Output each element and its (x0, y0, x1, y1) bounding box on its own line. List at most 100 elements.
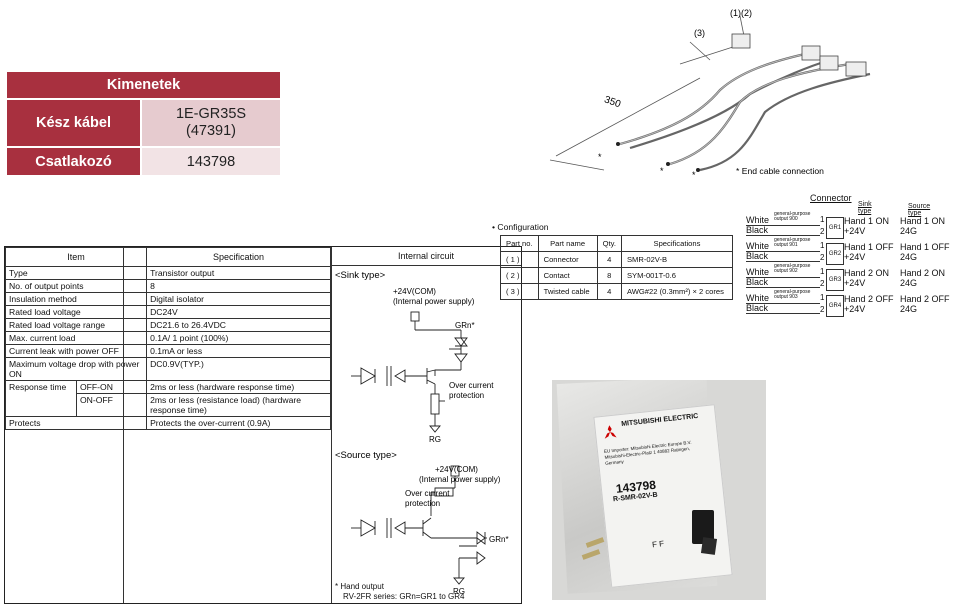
pin1-label: 1 (820, 241, 825, 250)
black-wire-label: Black (746, 303, 769, 313)
item-cell: Response time (5, 380, 77, 417)
sink-grn-label: GRn* (455, 321, 475, 330)
kesz-kabel-code: 1E-GR35S (175, 106, 247, 122)
table-row: ( 2 ) Contact 8 SYM-001T-0.6 (500, 267, 733, 284)
spec-cell: DC21.6 to 26.4VDC (146, 318, 331, 332)
spec-cell: SMR-02V-B (620, 251, 733, 268)
sink-com-label: +24V(COM) (393, 287, 436, 296)
gp-output-label: general-purpose output 902 (774, 263, 811, 274)
part-no-cell: ( 2 ) (500, 267, 539, 284)
pin1-label: 1 (820, 293, 825, 302)
item-cell: Protects (4, 416, 148, 430)
internal-circuit-header: Internal circuit (331, 247, 521, 266)
product-label-card: MITSUBISHI ELECTRIC EU Importer: Mitsubi… (593, 404, 733, 588)
configuration-table: Part no. Part name Qty. Specifications (… (500, 235, 733, 300)
source-supply-label: (Internal power supply) (419, 475, 501, 484)
source-ground: 24G (900, 252, 918, 262)
sink-rg-label: RG (429, 435, 441, 444)
qty-cell: 4 (596, 283, 622, 300)
connector-title: Connector (810, 193, 852, 203)
csatlakozo-label: Csatlakozó (6, 147, 141, 176)
spec-cell: Digital isolator (146, 292, 331, 306)
connector-group: White Black general-purpose output 903 1… (744, 290, 956, 321)
spec-cell: 8 (146, 279, 331, 293)
source-overcurrent-label: Over current (405, 489, 450, 498)
connector-group: White Black general-purpose output 901 1… (744, 238, 956, 269)
kimenetek-table: Kimenetek Kész kábel 1E-GR35S (47391) Cs… (6, 71, 281, 176)
white-wire-label: White (746, 293, 770, 303)
white-wire-label: White (746, 267, 770, 277)
spec-cell: 0.1mA or less (146, 344, 331, 358)
gr-range-note: RV-2FR series: GRn=GR1 to GR4 (343, 592, 465, 601)
spec-cell: AWG#22 (0.3mm²) × 2 cores (620, 283, 733, 300)
sink-label: Hand 1 ON (844, 216, 890, 226)
end-star-2: * (660, 166, 664, 176)
importer-text: EU Importer: Mitsubishi Electric Europe … (603, 439, 692, 466)
spec-cell: 2ms or less (hardware response time) (146, 380, 331, 394)
source-type-head: Source type (908, 203, 931, 217)
end-star-1: * (598, 152, 602, 162)
part-label-12: (1)(2) (730, 8, 752, 18)
pin2-label: 2 (820, 279, 825, 288)
spec-cell: SYM-001T-0.6 (620, 267, 733, 284)
gr-box: GR4 (826, 295, 844, 317)
source-ground: 24G (900, 304, 918, 314)
brand-text: MITSUBISHI ELECTRIC (620, 412, 699, 428)
mitsubishi-logo-icon (601, 423, 619, 441)
pin1-label: 1 (820, 267, 825, 276)
item-cell: Rated load voltage (4, 305, 148, 319)
table-row: ( 3 ) Twisted cable 4 AWG#22 (0.3mm²) × … (500, 283, 733, 300)
internal-circuit: <Sink type> +24V(COM) (Internal power su… (331, 266, 521, 603)
source-label: Hand 2 OFF (900, 294, 950, 304)
source-type-title: <Source type> (335, 450, 397, 461)
sink-label: Hand 1 OFF (844, 242, 894, 252)
pin2-label: 2 (820, 227, 825, 236)
spec-cell: 2ms or less (resistance load) (hardware … (146, 393, 331, 417)
kesz-kabel-value: 1E-GR35S (47391) (141, 99, 281, 147)
pin2-label: 2 (820, 253, 825, 262)
end-star-3: * (692, 170, 696, 180)
gr-box: GR2 (826, 243, 844, 265)
sink-label: Hand 2 ON (844, 268, 890, 278)
spec-cell: DC0.9V(TYP.) (146, 357, 331, 381)
black-wire-label: Black (746, 277, 769, 287)
part-name-cell: Contact (537, 267, 598, 284)
gr-box: GR1 (826, 217, 844, 239)
item-cell: Maximum voltage drop with power ON (4, 357, 148, 381)
spec-cell: DC24V (146, 305, 331, 319)
white-wire-label: White (746, 241, 770, 251)
kesz-kabel-id: (47391) (186, 123, 236, 139)
sink-voltage: +24V (844, 278, 866, 288)
source-label: Hand 2 ON (900, 268, 946, 278)
hand-output-note: * Hand output (335, 582, 384, 591)
part-name-cell: Connector (537, 251, 598, 268)
end-cable-note: * End cable connection (736, 166, 824, 176)
item-cell: No. of output points (4, 279, 148, 293)
source-label: Hand 1 OFF (900, 242, 950, 252)
gp-output-label: general-purpose output 900 (774, 211, 811, 222)
gp-output-label: general-purpose output 901 (774, 237, 811, 248)
part-name-header: Part name (537, 235, 598, 252)
sink-overcurrent-label: Over current (449, 381, 494, 390)
item-cell: Current leak with power OFF (4, 344, 148, 358)
ff-text: F F (651, 539, 665, 550)
gp-output-label: general-purpose output 903 (774, 289, 811, 300)
connector-wiring: Connector Sink type Source type White Bl… (744, 193, 956, 323)
pin1-label: 1 (820, 215, 825, 224)
pin2-label: 2 (820, 305, 825, 314)
configuration-title: • Configuration (492, 222, 549, 232)
cable-illustration: * * * (1)(2) (3) 350 * End cable connect… (549, 8, 871, 180)
source-ground: 24G (900, 278, 918, 288)
gr-box: GR3 (826, 269, 844, 291)
sink-type-title: <Sink type> (335, 270, 386, 281)
sink-protection-label: protection (449, 391, 484, 400)
